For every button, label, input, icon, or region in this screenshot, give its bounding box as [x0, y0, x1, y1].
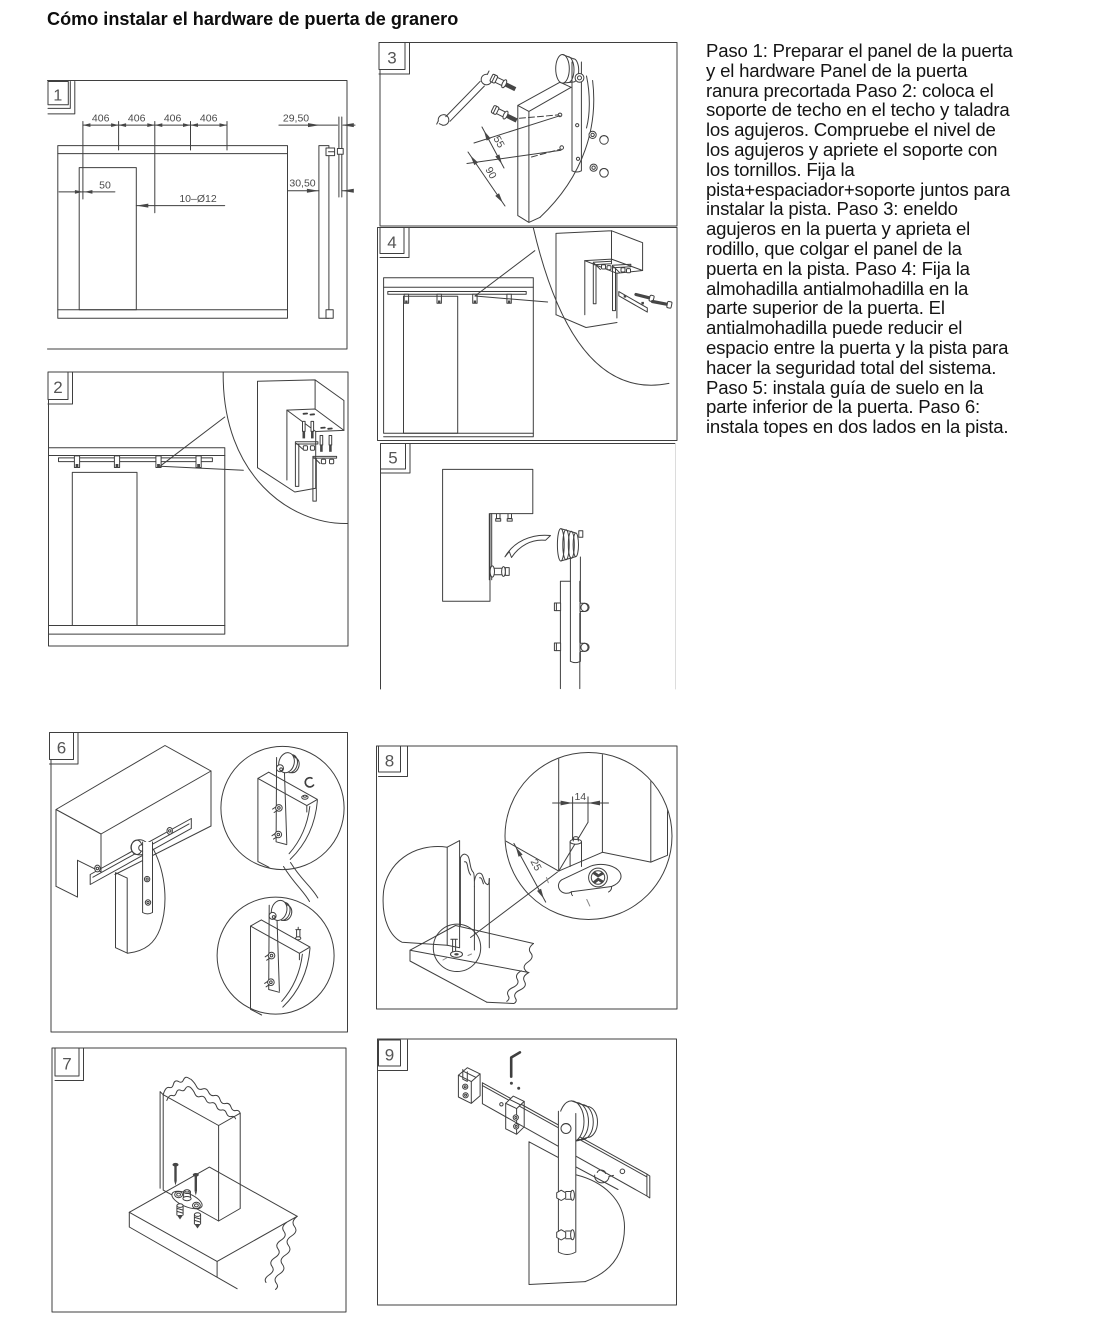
svg-text:2: 2: [53, 378, 62, 397]
svg-text:9: 9: [385, 1046, 394, 1065]
svg-text:406: 406: [200, 112, 218, 124]
svg-text:1: 1: [53, 88, 62, 105]
svg-text:90: 90: [483, 165, 499, 181]
svg-text:5: 5: [388, 449, 397, 468]
svg-text:14: 14: [574, 791, 586, 803]
svg-text:406: 406: [128, 112, 146, 124]
svg-text:4: 4: [387, 233, 396, 252]
svg-text:25: 25: [528, 857, 544, 873]
svg-text:3: 3: [387, 49, 396, 68]
svg-text:406: 406: [92, 112, 110, 124]
svg-text:406: 406: [164, 112, 182, 124]
svg-text:29,50: 29,50: [283, 112, 309, 124]
svg-text:10–Ø12: 10–Ø12: [179, 193, 217, 205]
svg-text:7: 7: [62, 1055, 71, 1074]
svg-text:55: 55: [491, 134, 507, 150]
svg-text:8: 8: [385, 752, 394, 771]
svg-text:6: 6: [57, 739, 66, 758]
svg-text:30,50: 30,50: [289, 178, 315, 190]
svg-text:50: 50: [99, 179, 111, 191]
